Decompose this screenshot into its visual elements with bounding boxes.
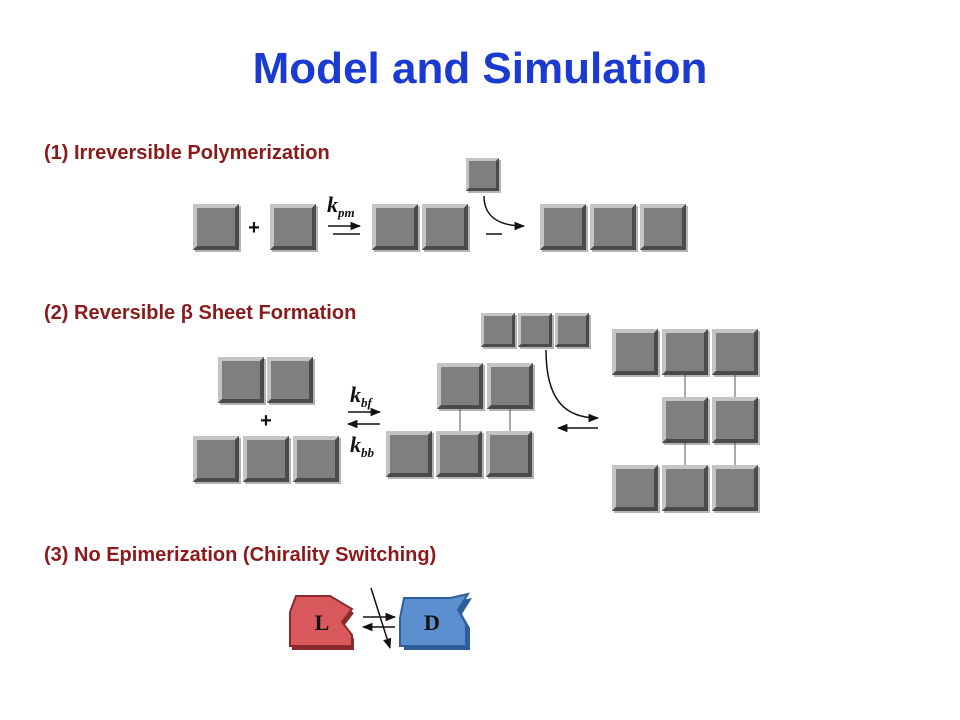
section-3-label: (3) No Epimerization (Chirality Switchin… (44, 544, 437, 566)
sheet-bottom-block (386, 431, 434, 479)
incoming-monomer (466, 158, 501, 193)
dimer-strand-block (218, 357, 266, 405)
monomer-block (270, 204, 318, 252)
sheet-bottom-block (486, 431, 534, 479)
trimer-strand-block (193, 436, 241, 484)
sheet-bottom-block (712, 465, 760, 513)
section-2-label: (2) Reversible β Sheet Formation (44, 302, 357, 324)
rate-constant-kbf: kbf (350, 382, 374, 410)
slide-title: Model and Simulation (252, 44, 708, 93)
section-1-label: (1) Irreversible Polymerization (44, 142, 330, 164)
plus-sign: + (248, 217, 260, 239)
trimer-block (540, 204, 588, 252)
section-1-diagram: + kpm (193, 158, 688, 252)
incoming-strand-block (481, 313, 517, 349)
trimer-block (590, 204, 638, 252)
incoming-strand-block (555, 313, 591, 349)
forbidden-slash (370, 587, 392, 650)
sheet-top-block (712, 329, 760, 377)
D-shape (399, 592, 471, 647)
rate-constant-kbb: kbb (350, 432, 375, 460)
L-shape (289, 595, 354, 647)
sheet-top-block (487, 363, 535, 411)
trimer-strand-block (293, 436, 341, 484)
L-label: L (315, 610, 330, 635)
sheet-bottom-block (662, 465, 710, 513)
monomer-block (193, 204, 241, 252)
addition-arrow (483, 195, 526, 231)
incoming-strand-block (518, 313, 554, 349)
sheet-middle-block (712, 397, 760, 445)
dimer-block (422, 204, 470, 252)
sheet-bottom-block (436, 431, 484, 479)
section-2-diagram: + kbf kbb (193, 313, 760, 513)
plus-sign: + (260, 410, 272, 432)
trimer-block (640, 204, 688, 252)
section-3-diagram: L D (289, 587, 472, 650)
L-enantiomer-block: L (289, 595, 354, 650)
sheet-bottom-block (612, 465, 660, 513)
dimer-strand-block (267, 357, 315, 405)
sheet-top-block (612, 329, 660, 377)
sheet-top-block (662, 329, 710, 377)
addition-arrow (545, 349, 600, 423)
sheet-middle-block (662, 397, 710, 445)
dimer-block (372, 204, 420, 252)
D-label: D (424, 610, 440, 635)
trimer-strand-block (243, 436, 291, 484)
D-enantiomer-block: D (399, 592, 472, 650)
rate-constant-kpm: kpm (327, 192, 355, 220)
sheet-top-block (437, 363, 485, 411)
